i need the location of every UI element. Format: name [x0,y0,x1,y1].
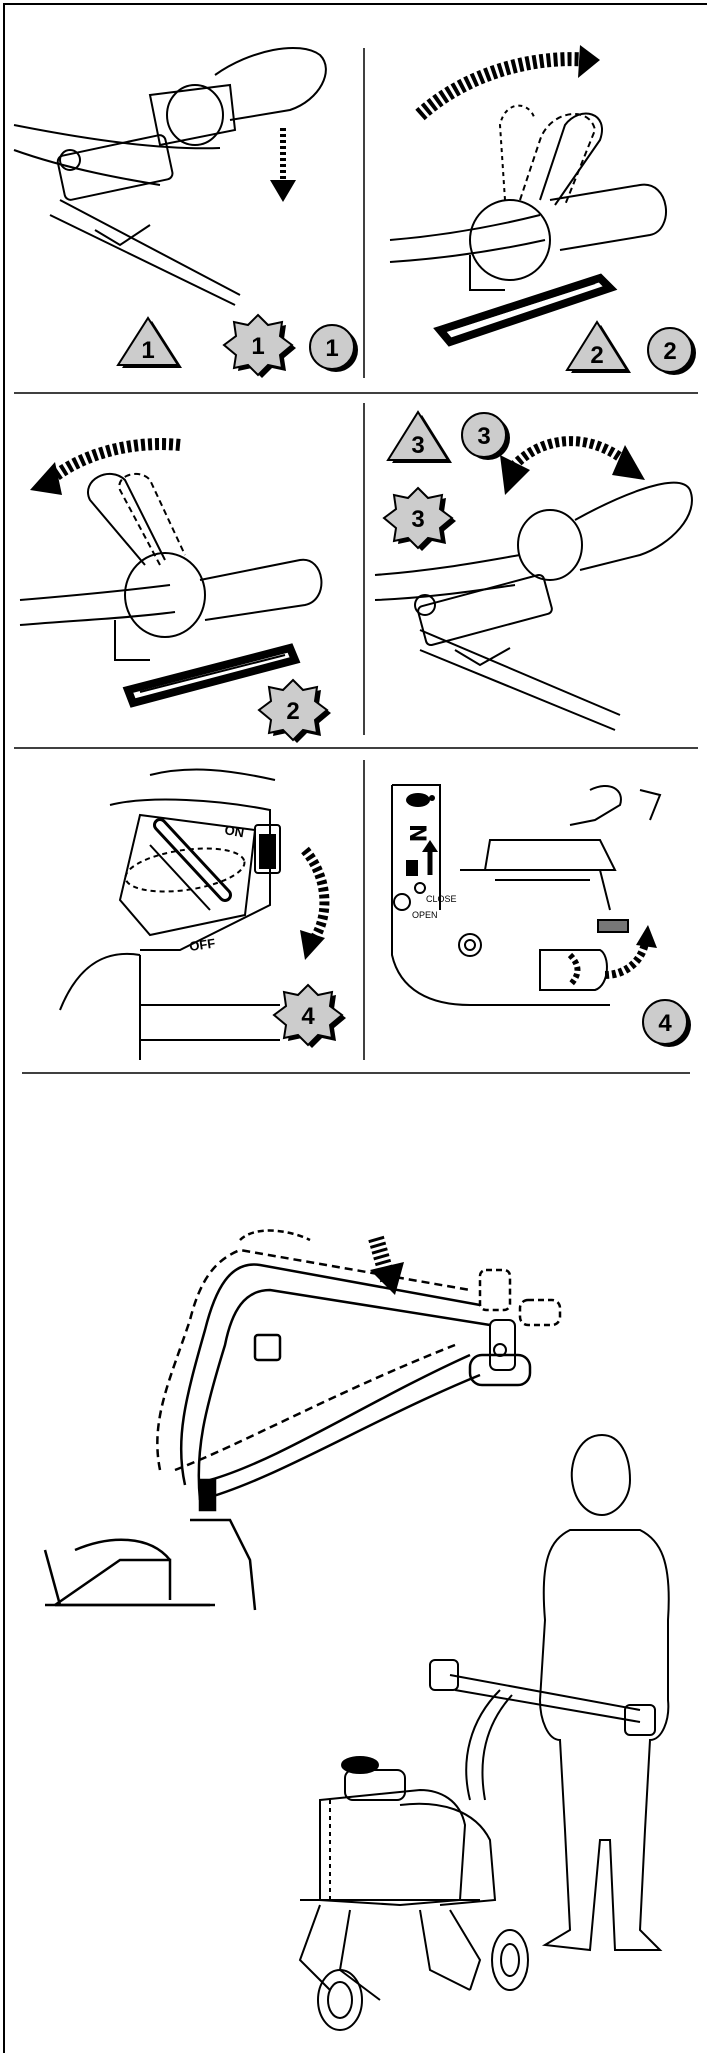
curved-arrow-icon [300,846,330,960]
down-arrow-icon [270,128,296,202]
close-label: CLOSE [426,894,457,904]
badge-label: 1 [251,333,264,360]
badge-label: 4 [658,1010,672,1037]
circle-badge-icon: 2 [647,327,696,375]
down-arrow-icon [368,1235,404,1295]
star-badge-icon: 4 [272,983,346,1048]
page-frame [3,3,707,2053]
star-badge-icon: 3 [382,486,456,551]
off-label: OFF [188,935,216,953]
slot-plate-icon [433,273,618,347]
panel-3-lever-back [19,472,323,661]
badge-label: 1 [325,335,338,362]
slot-plate-icon [122,643,301,708]
pipe-clamp-icon [489,1319,516,1371]
handlebar-adjustment-illustration [43,1229,562,1611]
panel-2-lever-forward [389,104,667,291]
circle-badge-icon: 1 [309,324,358,372]
open-label: OPEN [412,910,438,920]
badge-label: 4 [301,1003,315,1030]
panel-5-engine-switch [59,768,281,1060]
curved-arrow-icon [415,45,600,121]
badge-label: 2 [663,338,676,365]
panel-6-choke-lever [391,784,662,1006]
star-badge-icon: 2 [257,678,331,743]
badge-label: 2 [286,698,299,725]
panel-dividers [14,48,698,1074]
svg-text:N: N [404,824,429,842]
on-label: ON [223,822,245,840]
badge-label: 2 [590,342,603,369]
operator-silhouette [538,1433,670,1952]
fuel-icon [406,860,426,894]
badge-label: 3 [411,432,424,459]
star-badge-icon: 1 [222,313,296,378]
curved-arrow-icon [604,925,657,979]
tiller-machine [298,1659,656,2031]
rabbit-icon: N [404,824,429,842]
curved-arrow-icon [30,438,181,495]
badge-label: 3 [411,506,424,533]
badge-label: 3 [477,423,490,450]
triangle-warning-icon: 2 [565,320,631,373]
triangle-warning-icon: 3 [386,410,452,463]
arrow-icon [422,840,438,875]
triangle-warning-icon: 1 [116,316,182,368]
curved-arrow-icon [500,436,645,495]
badge-label: 1 [141,337,154,364]
circle-badge-icon: 3 [461,412,510,460]
panel-4-throttle-rotate [374,481,693,731]
panel-1-throttle-lever [13,47,327,306]
circle-badge-icon: 4 [642,999,691,1047]
turtle-icon [406,793,435,807]
